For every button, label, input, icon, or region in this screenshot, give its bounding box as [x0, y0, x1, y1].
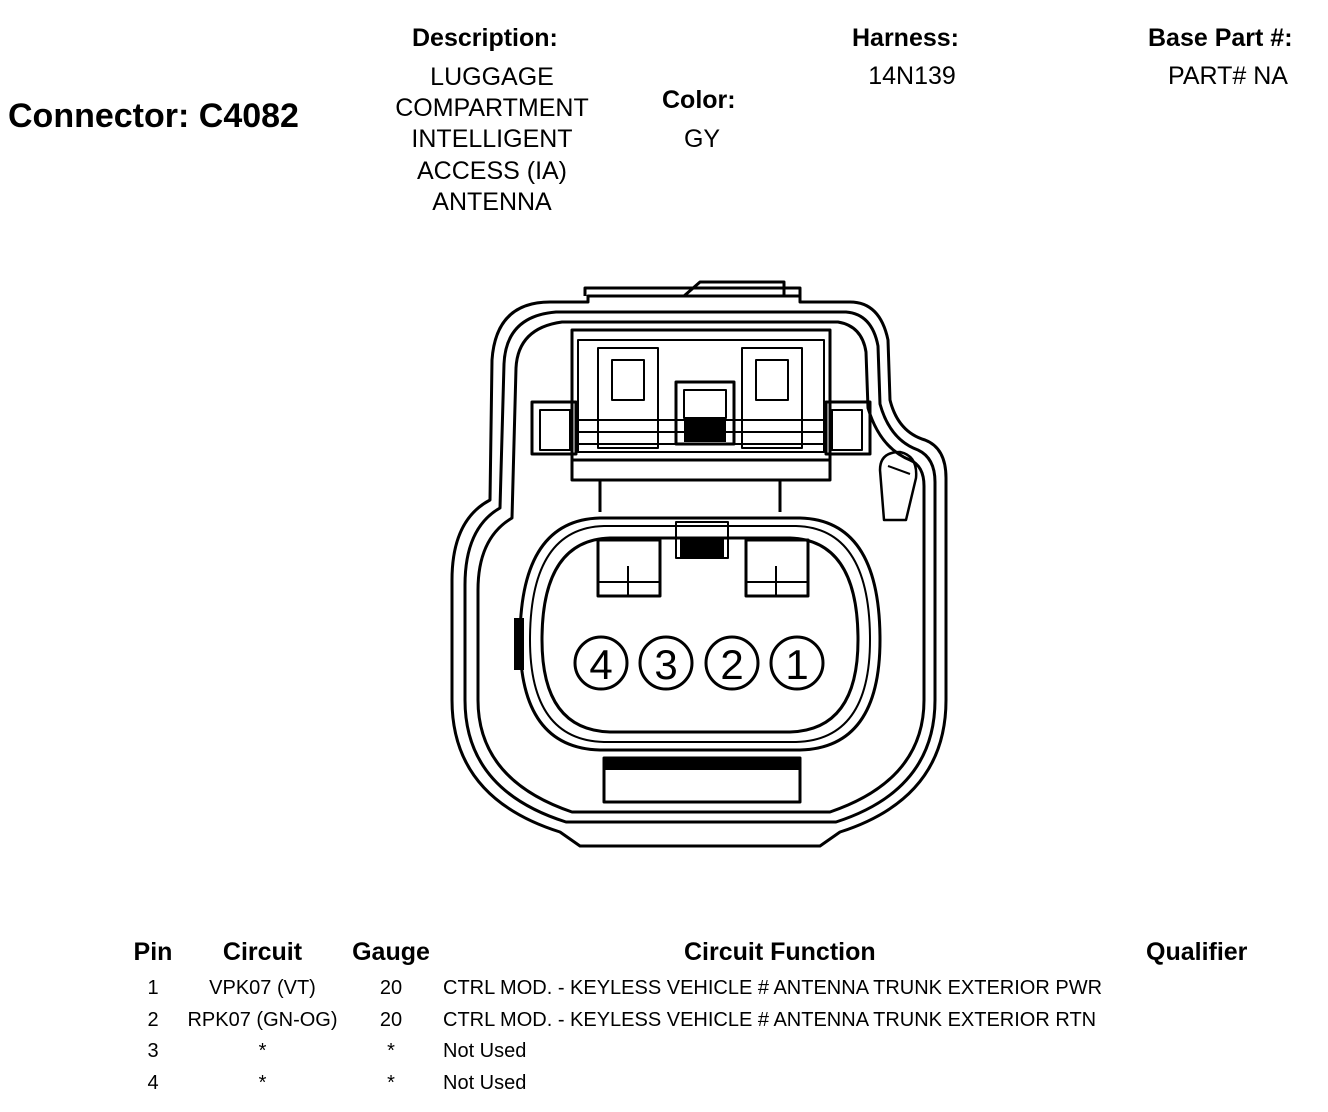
color-value: GY: [683, 125, 721, 153]
pin-label-4: 4: [589, 641, 612, 688]
circuit-cell: *: [258, 1040, 267, 1062]
housing-outline: [450, 294, 948, 848]
function-cell: Not Used: [443, 1040, 527, 1062]
description-line: ANTENNA: [432, 187, 552, 216]
function-cell: Not Used: [443, 1072, 527, 1094]
gauge-cell: *: [387, 1072, 395, 1094]
housing-outline: [683, 280, 786, 298]
pin-label-2: 2: [720, 641, 743, 688]
latch-block: [831, 409, 863, 451]
pin-label-3: 3: [654, 641, 677, 688]
description-label: Description:: [412, 24, 558, 52]
circuit-function-header: Circuit Function: [684, 938, 876, 966]
latch-tab: [755, 359, 789, 401]
description-line: LUGGAGE: [430, 63, 554, 91]
base-part-value: PART# NA: [1168, 62, 1288, 90]
circuit-cell: RPK07 (GN-OG): [187, 1009, 338, 1031]
connector-face-drawing: 4 3 2 1: [450, 280, 948, 848]
latch-block: [530, 400, 578, 456]
pin-cavity-2: [704, 635, 760, 691]
description-line: ACCESS (IA): [416, 156, 568, 185]
color-label: Color:: [662, 86, 736, 114]
circuit-cell: *: [258, 1072, 267, 1094]
harness-value: 14N139: [868, 62, 956, 90]
function-cell: CTRL MOD. - KEYLESS VEHICLE # ANTENNA TR…: [443, 977, 1103, 999]
pin-cavity-3: [638, 635, 694, 691]
function-cell: CTRL MOD. - KEYLESS VEHICLE # ANTENNA TR…: [443, 1009, 1097, 1031]
side-clip: [878, 450, 918, 522]
pin-cell: 4: [147, 1072, 159, 1094]
connector-title: Connector: C4082: [8, 97, 299, 135]
latch-tab: [597, 347, 659, 449]
gauge-cell: 20: [379, 977, 403, 999]
pin-cavity-4: [573, 635, 629, 691]
gauge-header: Gauge: [352, 938, 430, 966]
pin-cell: 2: [147, 1009, 159, 1031]
base-part-label: Base Part #:: [1148, 24, 1293, 52]
description-line: INTELLIGENT: [411, 125, 573, 154]
lock-tab: [683, 389, 727, 419]
mating-face: [540, 536, 860, 734]
latch-base: [570, 458, 832, 482]
pin-cell: 1: [147, 977, 159, 999]
circuit-header: Circuit: [222, 938, 303, 966]
housing-outline: [463, 310, 937, 824]
pin-cavity-1: [769, 635, 825, 691]
harness-label: Harness:: [852, 24, 959, 52]
mating-face: [529, 525, 871, 743]
latch-frame: [577, 339, 825, 453]
pin-header: Pin: [133, 938, 173, 966]
side-rib: [514, 618, 524, 670]
gauge-cell: 20: [379, 1009, 403, 1031]
latch-tab: [741, 347, 803, 449]
key-block-fill: [680, 538, 724, 558]
circuit-cell: VPK07 (VT): [209, 977, 316, 999]
bottom-latch-fill: [604, 758, 800, 770]
description-line: COMPARTMENT: [395, 94, 589, 123]
pin-label-1: 1: [785, 641, 808, 688]
housing-outline: [476, 320, 926, 814]
mating-face: [518, 516, 882, 752]
latch-block: [539, 409, 571, 451]
description-value: LUGGAGE COMPARTMENT INTELLIGENT ACCESS (…: [372, 62, 612, 218]
qualifier-header: Qualifier: [1146, 938, 1248, 966]
side-clip: [887, 465, 911, 475]
gauge-cell: *: [387, 1040, 395, 1062]
latch-tab: [611, 359, 645, 401]
latch-block: [824, 400, 872, 456]
pin-cell: 3: [147, 1040, 159, 1062]
